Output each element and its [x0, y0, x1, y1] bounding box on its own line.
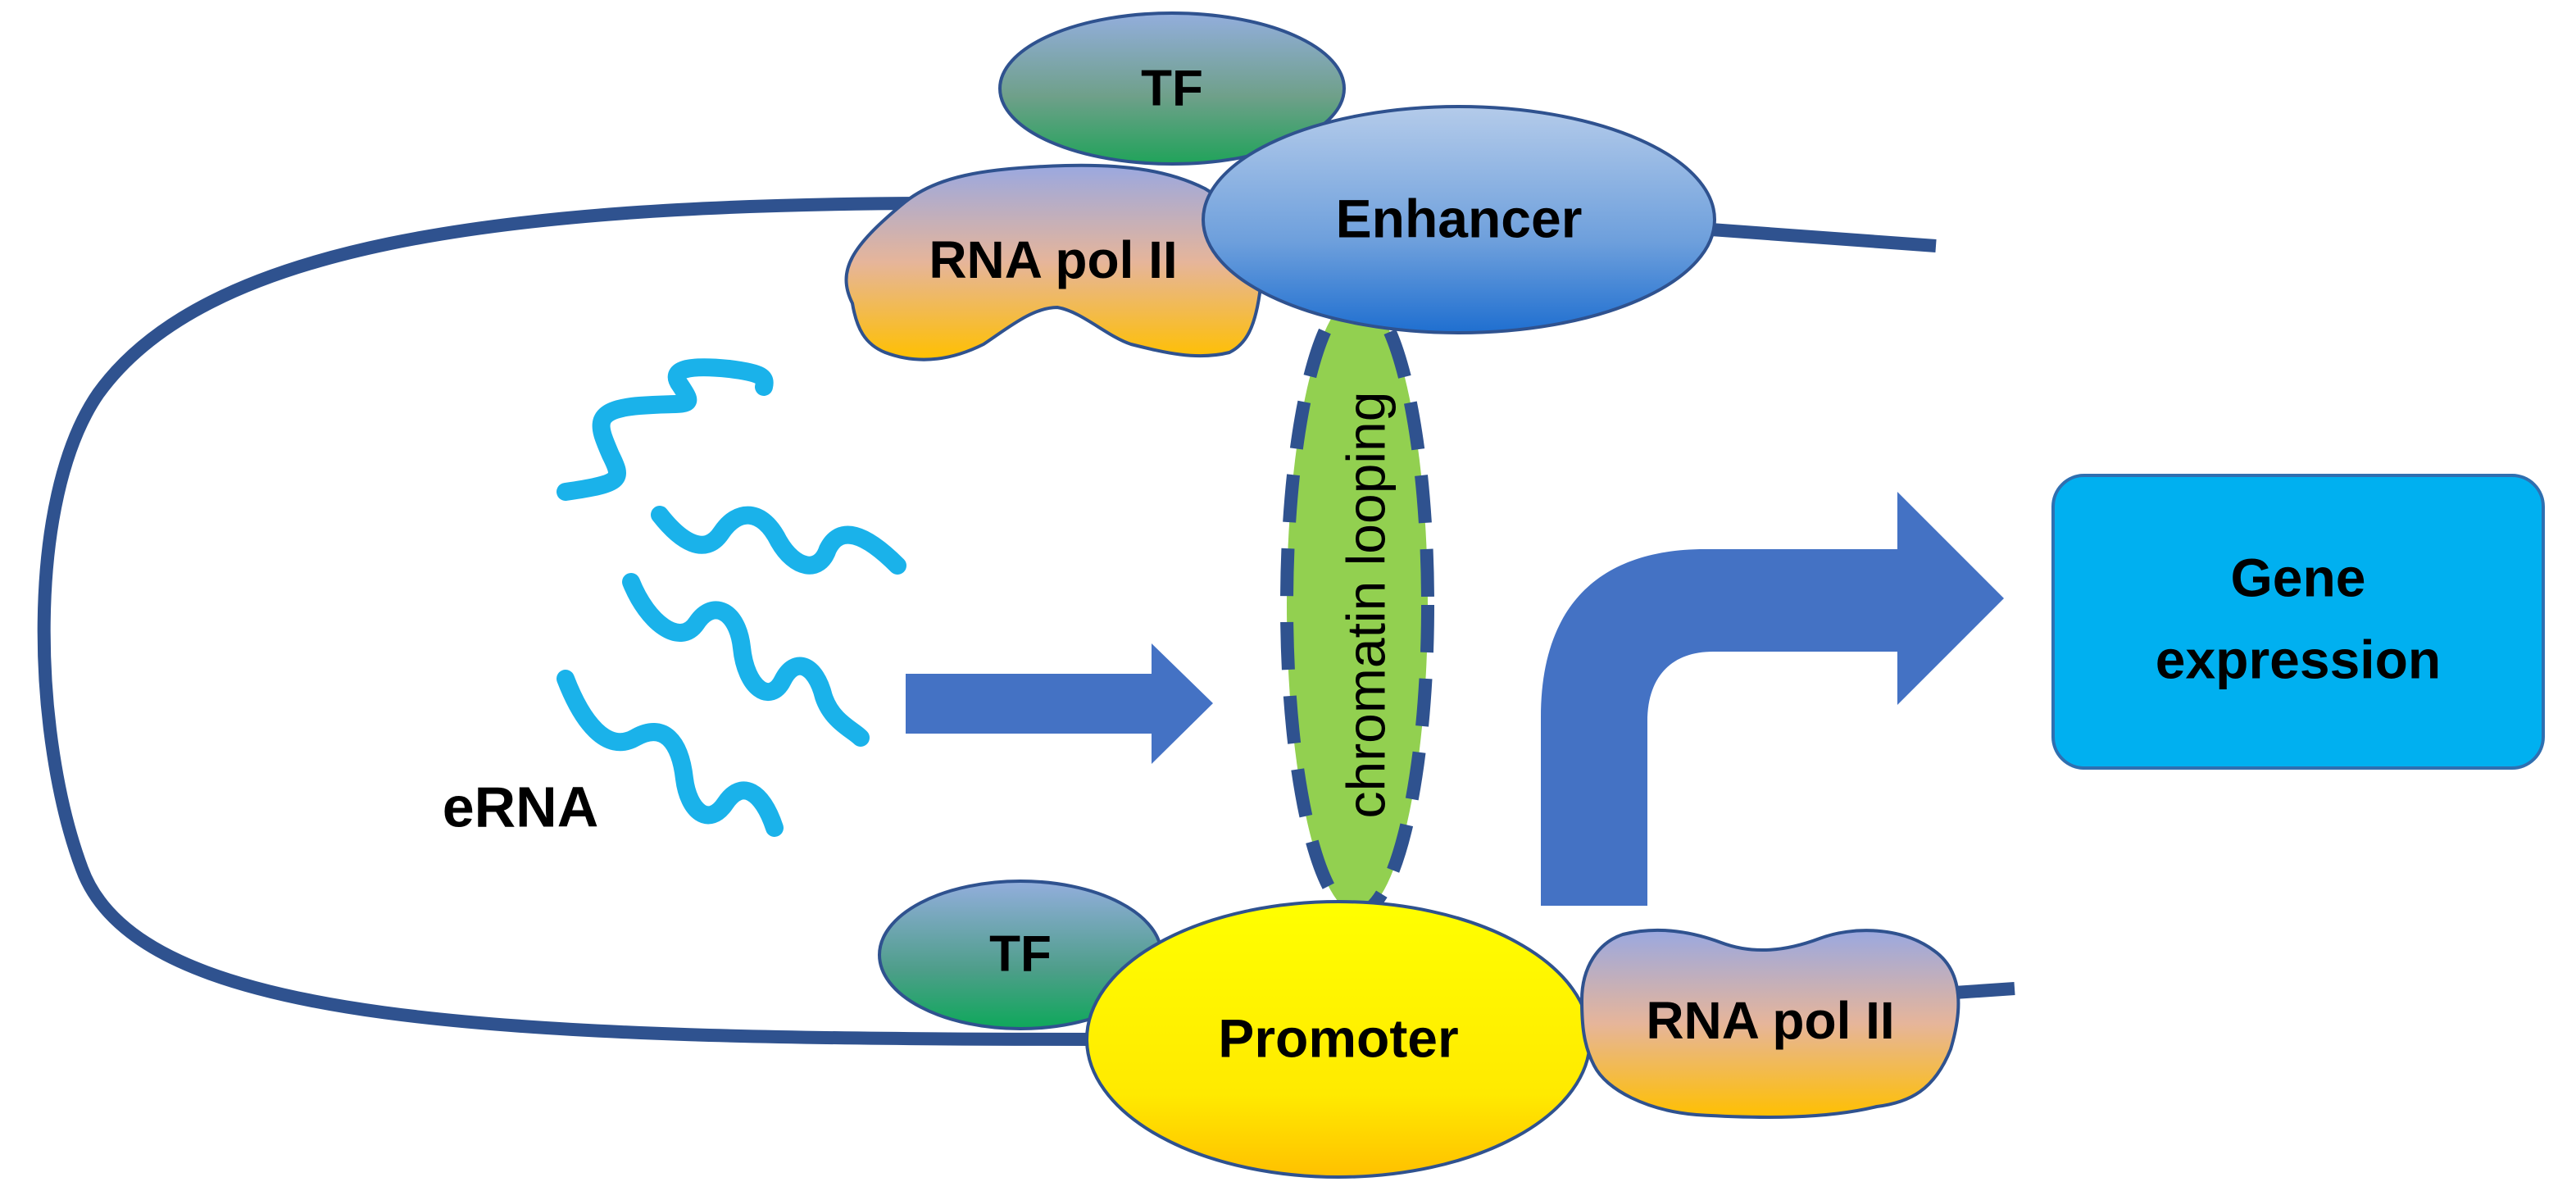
dna-strand-top-right — [1688, 221, 1937, 252]
promoter-label: Promoter — [1218, 1007, 1458, 1068]
erna-to-looping-arrow — [906, 643, 1213, 764]
erna-strand-4 — [557, 670, 784, 837]
rna-pol-ii-bottom: RNA pol II — [1579, 928, 1960, 1119]
erna-strand-3 — [622, 573, 870, 747]
erna-strand-2 — [651, 506, 906, 575]
chromatin-looping: chromatin looping — [1280, 290, 1434, 920]
enhancer-label: Enhancer — [1336, 188, 1583, 248]
promoter: Promoter — [1085, 900, 1592, 1179]
erna-strand-1 — [557, 358, 774, 501]
erna-label: eRNA — [443, 775, 599, 839]
erna-strands — [557, 358, 906, 837]
dna-loop-strand — [37, 197, 1101, 1046]
tf-bottom-label: TF — [989, 925, 1052, 982]
gene-expression-box: Gene expression — [2051, 474, 2545, 770]
tf-top: TF — [998, 11, 1346, 166]
enhancer: Enhancer — [1202, 105, 1716, 334]
gene-expression-label-line1: Gene — [2230, 547, 2365, 607]
tf-top-label: TF — [1141, 60, 1203, 116]
chromatin-looping-label: chromatin looping — [1335, 392, 1396, 819]
gene-expression-label-line2: expression — [2156, 629, 2442, 689]
rna-pol-ii-top-label: RNA pol II — [929, 230, 1177, 289]
gene-expression-arrow — [1541, 492, 2004, 906]
tf-bottom: TF — [878, 880, 1163, 1030]
rna-pol-ii-bottom-label: RNA pol II — [1646, 991, 1894, 1050]
rna-pol-ii-top: RNA pol II — [844, 163, 1264, 361]
